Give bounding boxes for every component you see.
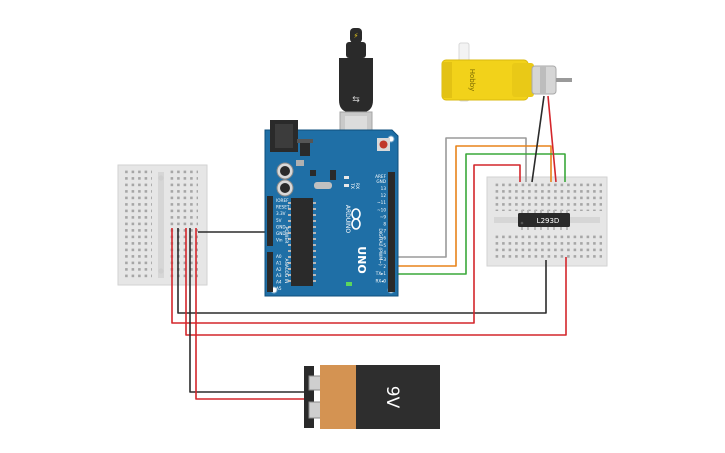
pin-label: ~3 [380,257,387,262]
pin-label: ~9 [380,214,387,219]
dc-motor[interactable]: Hobby [441,42,572,102]
right-breadboard[interactable] [486,176,608,267]
pin-label: 5V [276,218,282,223]
motor-label: Hobby [468,69,476,92]
digital-label: DIGITAL (PWM~) [377,228,383,266]
pin-label: 12 [381,193,387,198]
tx-label: TX [349,182,355,189]
pin-label: TX▸1 [375,271,387,276]
chip-label: L293D [537,217,560,225]
battery-9v[interactable]: 9V [304,365,440,429]
pin-label: ~5 [380,243,387,248]
pin-label: 4 [383,250,386,255]
pin-label: ~10 [377,207,386,212]
pin-label: ~6 [380,236,387,241]
usb-cable-icon [350,28,362,43]
pin-label: RX◂0 [375,278,386,283]
pin-label: Vin [276,238,283,243]
pin-label: GND [276,231,286,236]
wire-red-vcc-bus[interactable] [171,164,521,324]
pin-label: 2 [383,264,386,269]
pin-label: A4 [276,280,282,285]
pin-label: GND [376,179,386,184]
left-breadboard[interactable] [117,164,208,286]
pin-label: 8 [383,222,386,227]
svg-text:⇆: ⇆ [352,95,360,105]
pin-label: IOREF [276,198,289,203]
arduino-model: UNO [355,246,368,274]
pin-label: A0 [276,254,282,259]
pin-label: ~11 [377,200,386,205]
wire-red-vcc2-bus[interactable] [185,228,567,336]
pin-label: 7 [383,229,386,234]
rx-label: RX [354,183,360,189]
pin-label: A5 [276,286,282,291]
pin-label: RESET [276,205,290,210]
wire-red-battery-pos[interactable] [195,228,305,400]
pin-label: AREF [375,174,386,179]
dc-barrel-jack-icon [270,120,298,152]
l293d-chip[interactable]: L293D [518,210,570,230]
pin-label: A3 [276,273,282,278]
svg-text:⚡: ⚡ [354,32,359,40]
atmega-chip [291,198,313,286]
pin-label: 3.3V [276,211,286,216]
wire-orange-pin[interactable] [393,145,552,267]
wire-green-pin[interactable] [393,153,566,275]
analog-header[interactable] [267,252,273,292]
analog-label: ANALOG IN [283,258,289,283]
wire-black-motor[interactable] [531,95,545,183]
wire-red-motor[interactable] [547,95,557,183]
pin-label: 13 [381,186,387,191]
power-header[interactable] [267,196,273,246]
wire-gray-pin[interactable] [393,137,527,258]
digital-header[interactable] [388,172,395,292]
pin-label: A1 [276,260,282,265]
arduino-uno[interactable]: ARDUINO UNO TX RX DIGITAL (PWM~) POWER A… [264,120,399,297]
power-label: POWER [283,227,289,244]
wires [171,95,567,400]
battery-label: 9V [382,386,402,409]
reset-button-icon[interactable] [377,138,390,151]
wire-black-gnd-bus[interactable] [177,228,547,314]
arduino-brand: ARDUINO [344,205,351,234]
arduino-logo [351,208,361,230]
pin-label: A2 [276,267,282,272]
pin-label: GND [276,224,286,229]
wire-black-battery-neg[interactable] [189,228,305,393]
